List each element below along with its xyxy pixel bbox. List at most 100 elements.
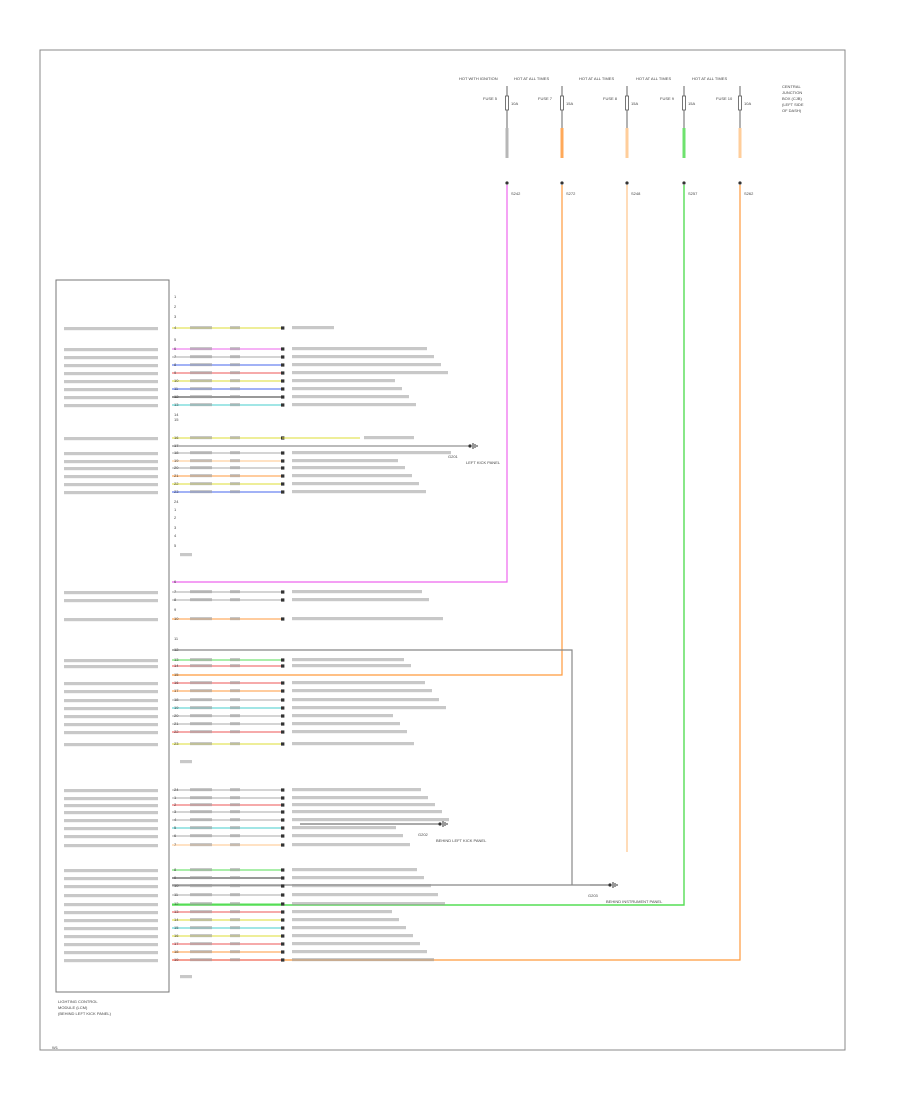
pin-number-38: 14	[174, 663, 179, 668]
wire-circuit-9	[230, 371, 240, 375]
connector-terminal-41	[281, 689, 285, 693]
pin-number-27: 3	[174, 525, 177, 530]
pin-number-15: 15	[174, 417, 179, 422]
connector-terminal-20	[281, 466, 285, 470]
fuse-amp-3: 15A	[631, 101, 638, 106]
ground-caption-1: LEFT KICK PANEL	[466, 460, 501, 465]
wire-color-code-38	[190, 664, 212, 668]
pin-number-42: 18	[174, 697, 179, 702]
wire-color-code-62	[190, 918, 212, 922]
pin-number-11: 11	[174, 386, 179, 391]
destination-label-23	[292, 490, 426, 494]
wire-circuit-6	[230, 347, 240, 351]
pin-function-32	[64, 599, 158, 603]
pin-function-65	[64, 943, 158, 947]
pin-number-25: 1	[174, 507, 177, 512]
pin-function-63	[64, 927, 158, 931]
pin-number-45: 21	[174, 721, 179, 726]
pin-function-51	[64, 811, 158, 815]
wire-color-code-40	[190, 681, 212, 685]
wire-circuit-60	[230, 902, 240, 906]
wire-color-code-66	[190, 950, 212, 954]
connector-terminal-67	[281, 958, 285, 962]
pin-number-49: 1	[174, 795, 177, 800]
pin-number-54: 6	[174, 833, 177, 838]
wire-circuit-53	[230, 826, 240, 830]
module-caption-line-3: (BEHIND LEFT KICK PANEL)	[58, 1011, 112, 1016]
connector-terminal-48	[281, 788, 285, 792]
pin-number-2: 2	[174, 304, 177, 309]
splice-dot-3	[625, 181, 629, 185]
connector-terminal-60	[281, 902, 285, 906]
pin-function-41	[64, 690, 158, 694]
wire-circuit-45	[230, 722, 240, 726]
destination-label-37	[292, 658, 404, 662]
bus-wire-gray-loop	[172, 649, 573, 885]
pin-number-53: 5	[174, 825, 177, 830]
connector-terminal-40	[281, 681, 285, 685]
destination-label-55	[292, 843, 410, 847]
pin-number-30: 6	[174, 579, 177, 584]
wire-circuit-67	[230, 958, 240, 962]
fuse-box-label-line-1: CENTRAL	[782, 84, 801, 89]
pin-number-60: 12	[174, 901, 179, 906]
pin-number-48: 24	[174, 787, 179, 792]
pin-function-9	[64, 372, 158, 376]
destination-label-18	[292, 451, 451, 455]
destination-label-8	[292, 363, 441, 367]
wire-circuit-42	[230, 698, 240, 702]
pin-function-49	[64, 797, 158, 801]
connector-terminal-65	[281, 942, 285, 946]
pin-function-59	[64, 894, 158, 898]
pin-number-46: 22	[174, 729, 179, 734]
pin-function-43	[64, 707, 158, 711]
pin-number-65: 17	[174, 941, 179, 946]
connector-id-1	[180, 553, 192, 557]
connector-terminal-13	[281, 403, 285, 407]
pin-number-34: 10	[174, 616, 179, 621]
destination-label-48	[292, 788, 421, 792]
destination-label-59	[292, 893, 438, 897]
pin-number-41: 17	[174, 688, 179, 693]
pin-function-60	[64, 903, 158, 907]
wire-circuit-22	[230, 482, 240, 486]
wire-circuit-40	[230, 681, 240, 685]
wire-circuit-23	[230, 490, 240, 494]
pin-function-48	[64, 789, 158, 793]
connector-terminal-46	[281, 730, 285, 734]
wire-circuit-12	[230, 395, 240, 399]
pin-function-34	[64, 618, 158, 622]
wire-circuit-32	[230, 598, 240, 602]
wire-circuit-59	[230, 893, 240, 897]
fuse-amp-5: 10A	[744, 101, 751, 106]
wire-color-code-49	[190, 796, 212, 800]
splice-dot-1	[505, 181, 509, 185]
wire-circuit-54	[230, 834, 240, 838]
destination-label-13	[292, 403, 416, 407]
pin-number-24: 24	[174, 499, 179, 504]
connector-terminal-58	[281, 884, 285, 888]
wire-color-code-13	[190, 403, 212, 407]
pin-function-56	[64, 869, 158, 873]
wire-circuit-44	[230, 714, 240, 718]
wire-circuit-7	[230, 355, 240, 359]
wire-color-code-10	[190, 379, 212, 383]
pin-function-57	[64, 877, 158, 881]
wire-color-code-46	[190, 730, 212, 734]
destination-label-61	[292, 910, 392, 914]
wire-circuit-47	[230, 742, 240, 746]
connector-terminal-56	[281, 868, 285, 872]
wire-circuit-46	[230, 730, 240, 734]
wire-color-code-50	[190, 803, 212, 807]
pin-number-56: 8	[174, 867, 177, 872]
bus-wire-orange-2	[172, 185, 741, 961]
destination-label-11	[292, 387, 402, 391]
ground-dot-1	[468, 444, 472, 448]
connector-terminal-31	[281, 590, 285, 594]
connector-terminal-7	[281, 355, 285, 359]
connector-terminal-11	[281, 387, 285, 391]
connector-terminal-47	[281, 742, 285, 746]
pin-number-5: 5	[174, 337, 177, 342]
wire-circuit-10	[230, 379, 240, 383]
